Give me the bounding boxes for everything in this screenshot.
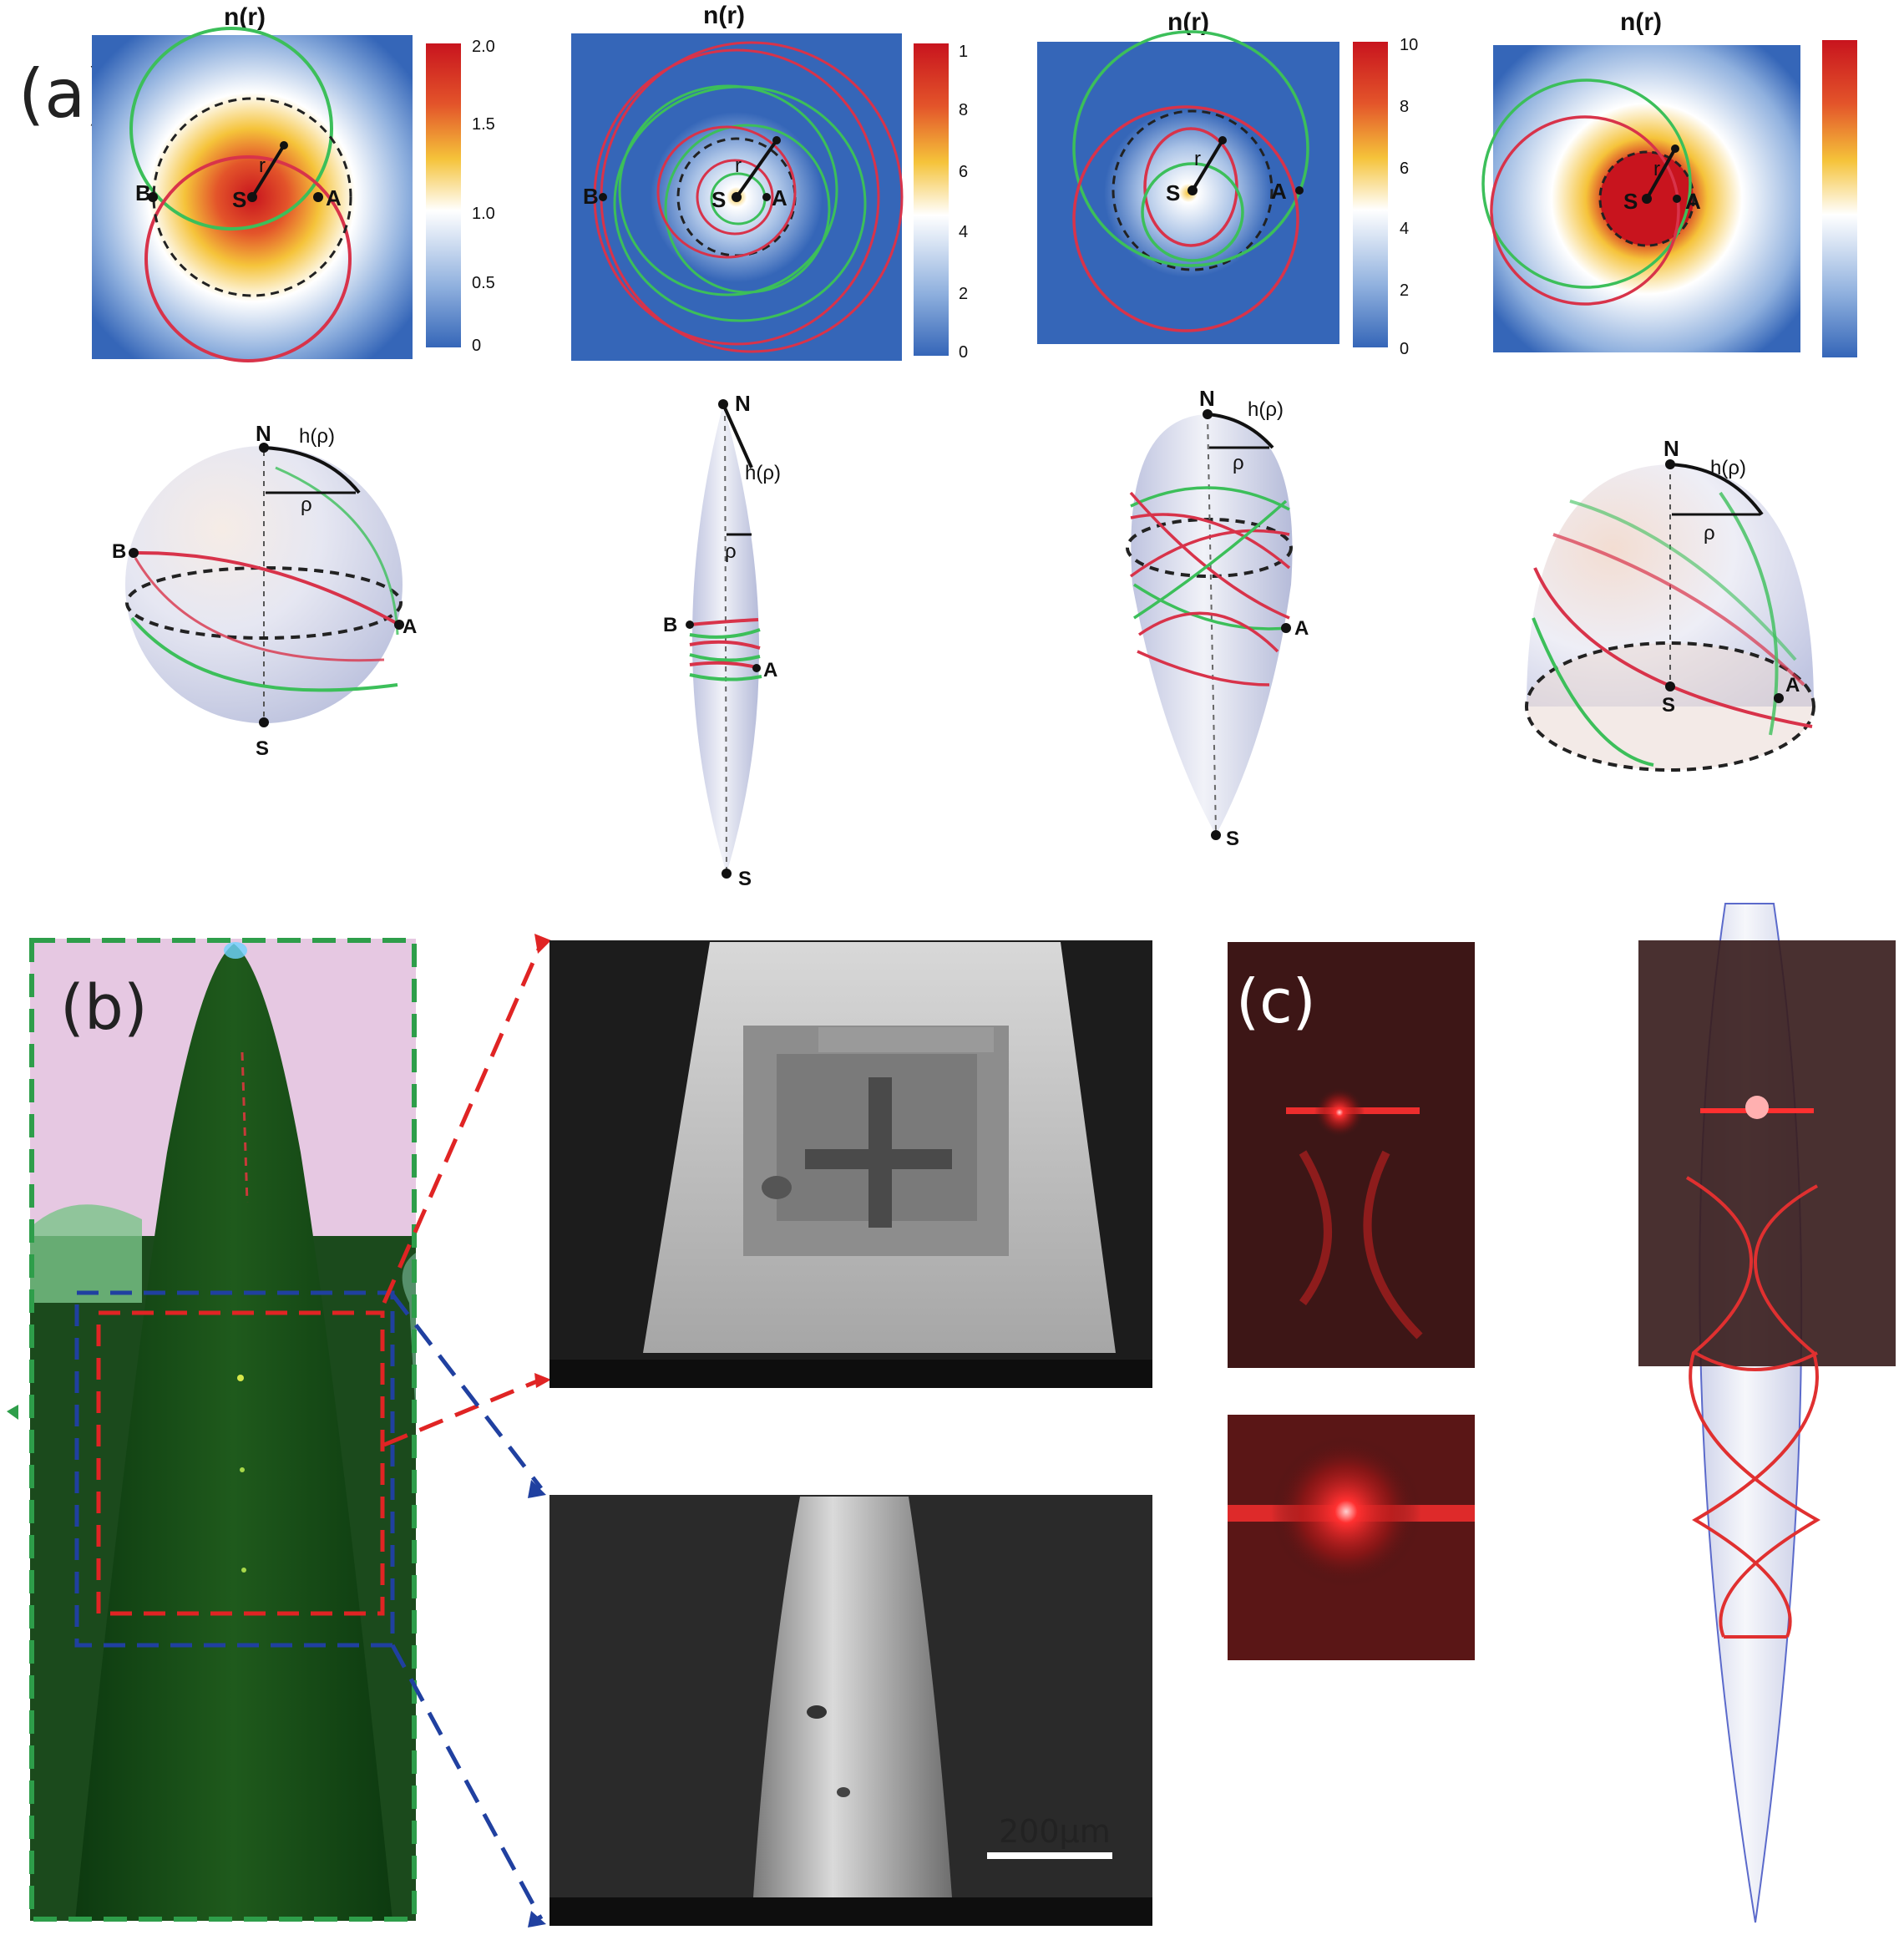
scale-bar (987, 1852, 1112, 1859)
panel-label-b: (b) (60, 972, 148, 1044)
optical-micrograph (29, 938, 417, 1922)
point-b: B (112, 540, 126, 563)
ray-green (129, 27, 333, 230)
laser-image-top (1228, 942, 1475, 1368)
ray-green (1481, 79, 1692, 289)
colorbar-tick: 4 (959, 223, 968, 241)
colorbar-tick: 6 (1400, 160, 1409, 178)
colorbar-tick: 6 (959, 163, 968, 181)
point-s: S (1166, 180, 1180, 205)
colorbar-tick: 2 (959, 285, 968, 303)
height-label: h(ρ) (1710, 457, 1746, 479)
sem-image-top (549, 940, 1152, 1388)
colorbar-tick: 2 (1400, 281, 1409, 300)
ray-red (144, 155, 352, 362)
ray-green (1072, 30, 1309, 267)
rho-label: ρ (301, 494, 312, 516)
surface-spindle: N h(ρ) ρ B A S (663, 391, 781, 890)
map-title: n(r) (224, 3, 266, 31)
point-s: S (1623, 189, 1638, 214)
zoom-arrows (382, 942, 544, 1921)
surface-sphere: N h(ρ) ρ B A S (112, 421, 417, 760)
point-s: S (1662, 694, 1675, 717)
cone-simulation (1638, 903, 1896, 1923)
colorbar-2: 1 8 6 4 2 0 (914, 43, 968, 362)
point-a: A (1685, 189, 1701, 214)
colorbar-tick: 0 (1400, 340, 1409, 358)
radius-label: r (1653, 158, 1660, 180)
colorbar-tick: 4 (1400, 220, 1409, 238)
height-label: h(ρ) (299, 425, 335, 448)
colorbar-tick: 1.0 (472, 205, 495, 223)
colorbar-3: 10 8 6 4 2 0 (1353, 36, 1418, 358)
surface-dome: N h(ρ) ρ S A (1525, 436, 1815, 772)
point-a: A (326, 185, 342, 210)
height-label: h(ρ) (1248, 398, 1284, 421)
sem-image-bottom: 200µm (549, 1495, 1152, 1926)
rho-label: ρ (1704, 522, 1715, 545)
dashed-circle (152, 97, 352, 297)
point-a: A (763, 659, 777, 681)
pole-s: S (738, 868, 752, 890)
colorbar-tick: 0 (472, 337, 481, 355)
colorbar-tick: 1.5 (472, 115, 495, 134)
surface-teardrop: N h(ρ) ρ A S (1126, 386, 1309, 850)
pole-n: N (735, 391, 751, 416)
pole-n: N (1199, 386, 1215, 411)
point-a: A (1271, 179, 1287, 204)
rho-label: ρ (1233, 452, 1244, 474)
laser-image-bottom (1228, 1415, 1475, 1660)
colorbar-tick: 0.5 (472, 274, 495, 292)
pole-n: N (256, 421, 271, 446)
point-a: A (403, 615, 417, 638)
colorbar-1: 2.0 1.5 1.0 0.5 0 (426, 38, 495, 355)
radius-label: r (1194, 148, 1201, 170)
pole-s: S (1226, 828, 1239, 850)
colorbar-4 (1822, 40, 1857, 357)
index-map-4: n(r) S A r (1481, 8, 1800, 352)
colorbar-tick: 8 (1400, 98, 1409, 116)
scale-bar-label: 200µm (999, 1813, 1111, 1850)
height-label: h(ρ) (745, 462, 781, 484)
map-title: n(r) (703, 2, 745, 29)
index-map-1: n(r) S A B r (92, 3, 413, 362)
colorbar-tick: 2.0 (472, 38, 495, 56)
radius-label: r (259, 154, 266, 177)
pole-n: N (1663, 436, 1679, 461)
index-map-2: n(r) S A B r (571, 2, 904, 361)
ray-red (1072, 105, 1299, 332)
point-b: B (135, 180, 151, 205)
rho-label: ρ (725, 540, 737, 563)
point-a: A (1785, 674, 1800, 696)
map-title: n(r) (1620, 8, 1662, 36)
point-b: B (663, 614, 677, 636)
colorbar-tick: 0 (959, 343, 968, 362)
index-map-3: n(r) S A r (1037, 8, 1339, 344)
point-a: A (1294, 617, 1309, 640)
point-b: B (583, 184, 599, 209)
pole-s: S (256, 737, 269, 760)
point-s: S (232, 187, 246, 212)
panel-label-c: (c) (1236, 966, 1316, 1036)
colorbar-tick: 8 (959, 101, 968, 119)
point-a: A (772, 185, 787, 210)
point-s: S (711, 187, 726, 212)
colorbar-tick: 10 (1400, 36, 1418, 54)
ray-red (1490, 115, 1680, 306)
radius-label: r (735, 154, 742, 177)
colorbar-tick: 1 (959, 43, 968, 61)
